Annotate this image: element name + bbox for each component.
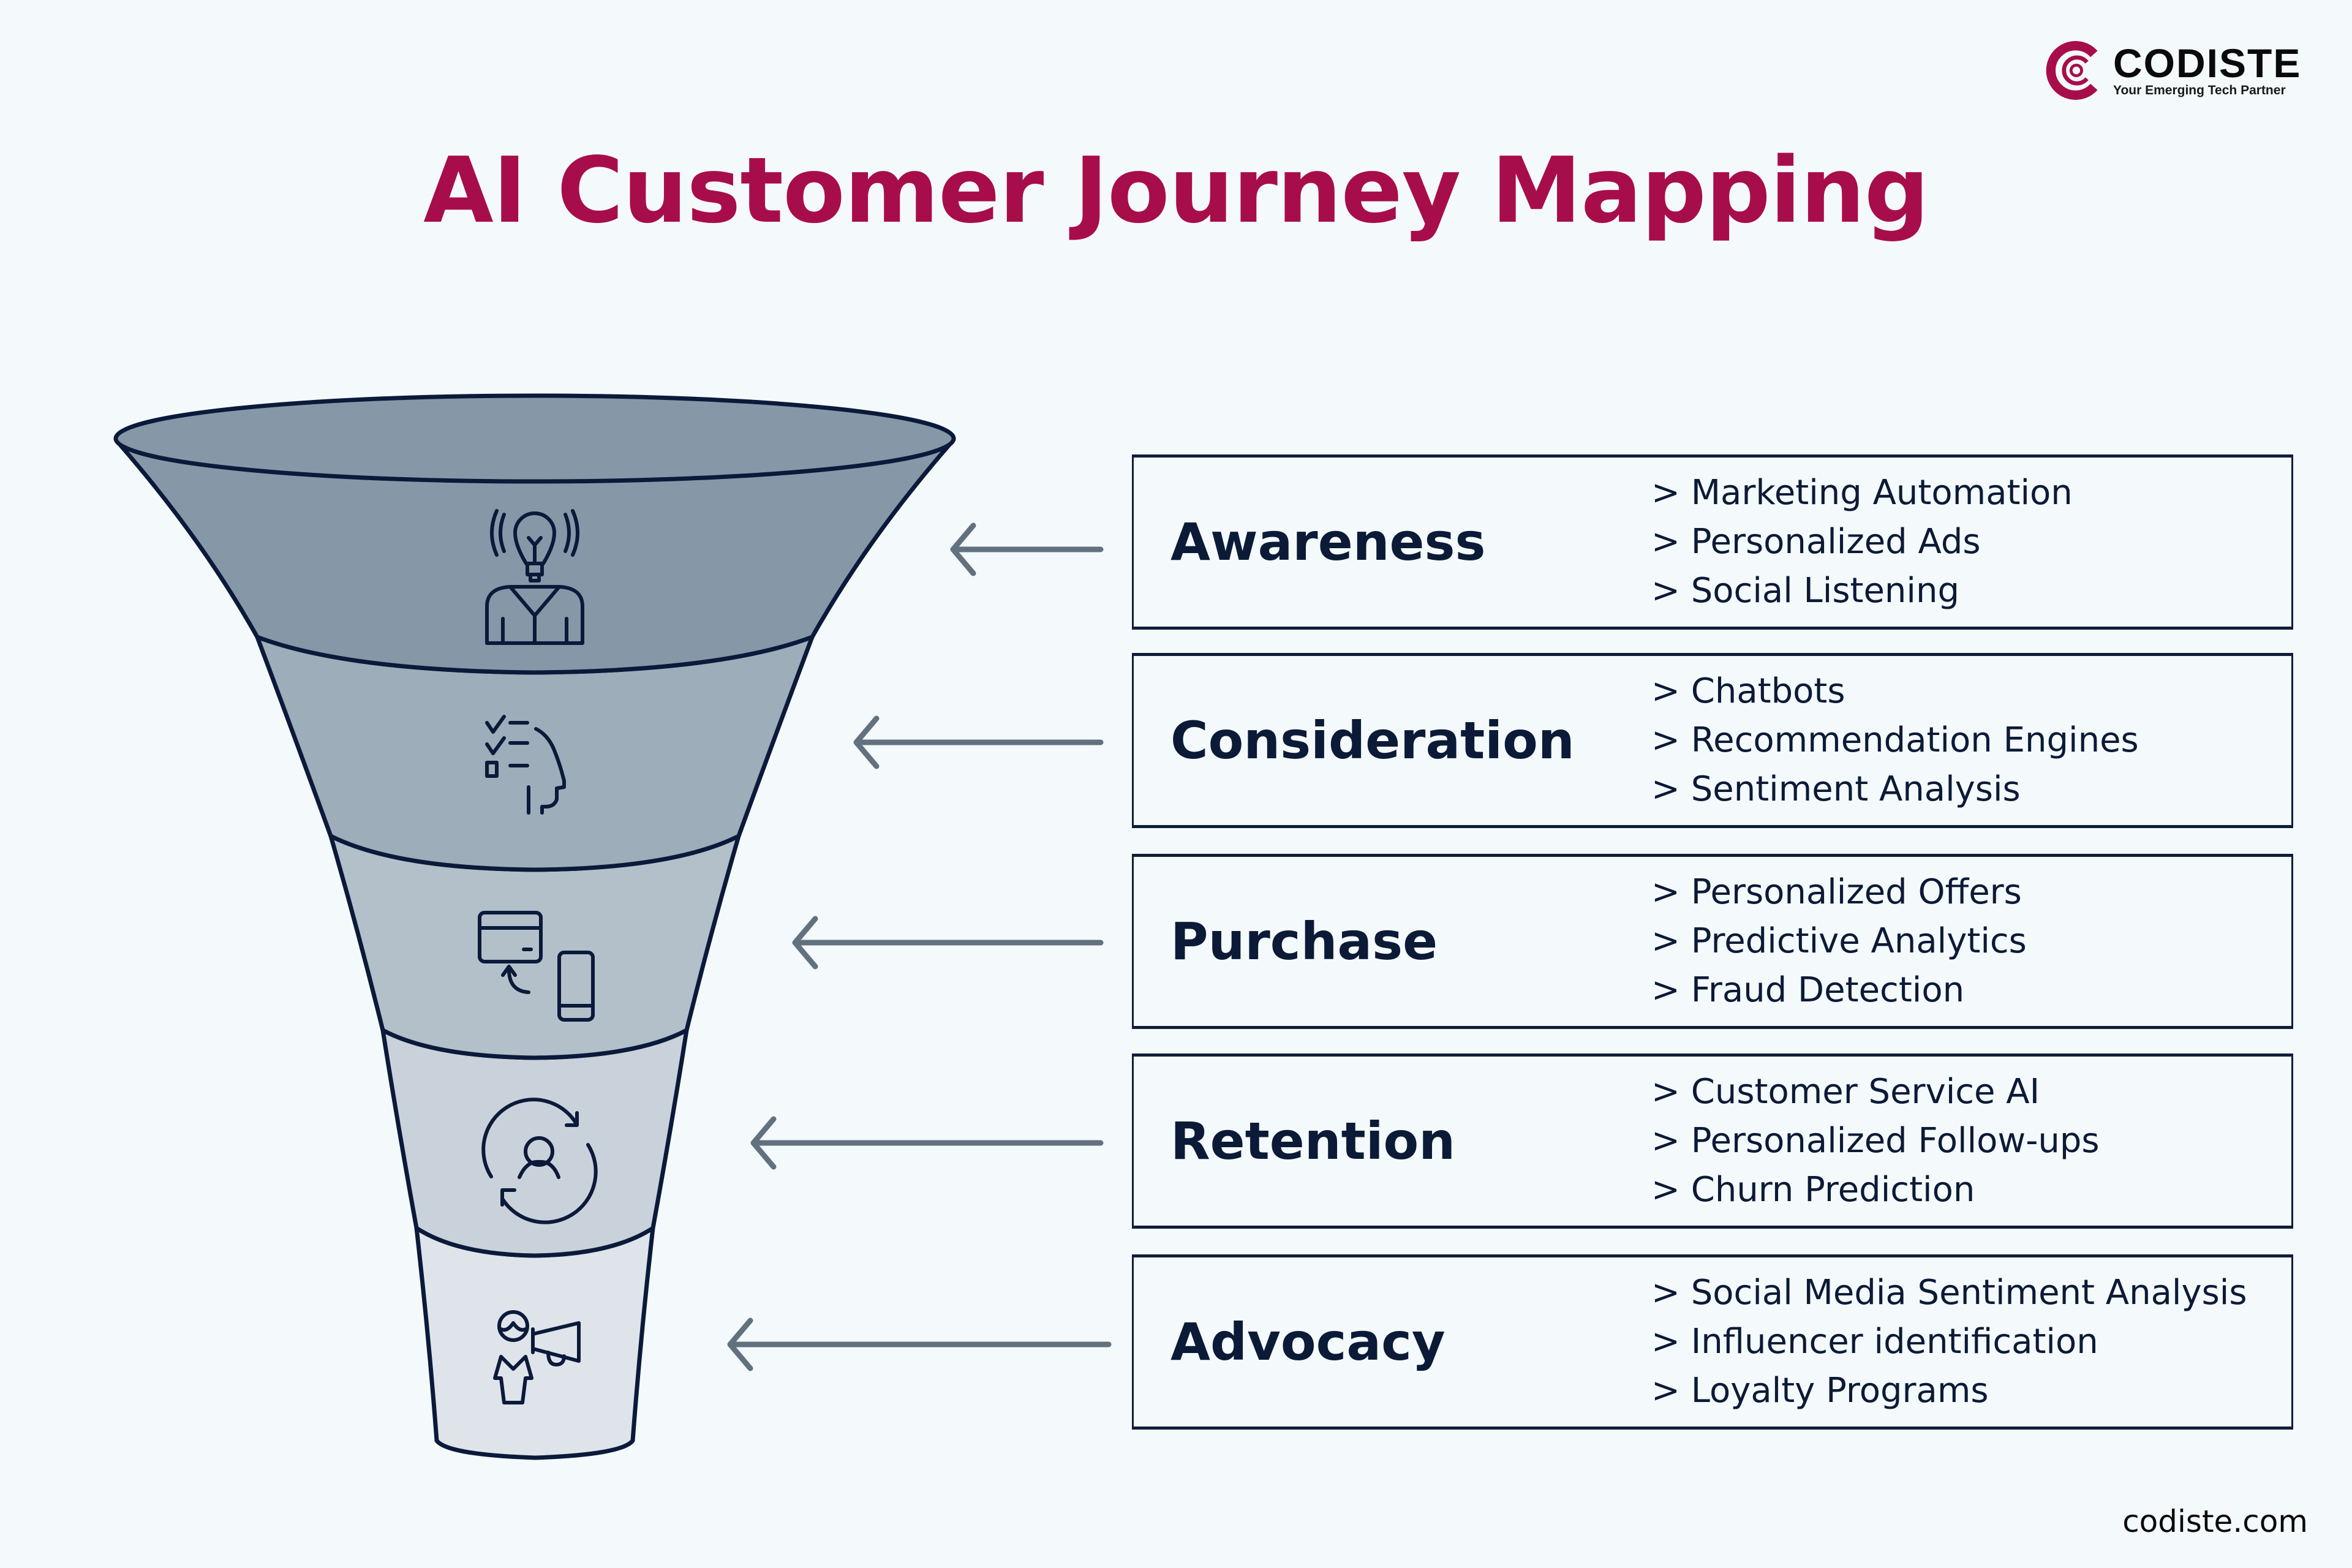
stage-title: Awareness xyxy=(1170,512,1486,572)
arrow-consideration xyxy=(853,715,1104,769)
stage-card-advocacy: Advocacy > Social Media Sentiment Analys… xyxy=(1132,1254,2293,1430)
stage-item: > Customer Service AI xyxy=(1651,1072,2040,1112)
codiste-logo-icon xyxy=(2046,41,2098,100)
stage-item: > Marketing Automation xyxy=(1651,473,2073,513)
stage-item: > Sentiment Analysis xyxy=(1651,769,2021,809)
stage-item: > Personalized Ads xyxy=(1651,522,1981,562)
checklist-head-icon xyxy=(485,715,566,815)
stage-item: > Influencer identification xyxy=(1651,1322,2098,1362)
card-to-phone-payment-icon xyxy=(478,911,595,1022)
person-megaphone-icon xyxy=(493,1310,581,1404)
arrow-retention xyxy=(750,1116,1104,1170)
stage-title: Purchase xyxy=(1170,911,1438,971)
stage-items-list: > Social Media Sentiment Analysis > Infl… xyxy=(1651,1268,2247,1415)
stage-card-retention: Retention > Customer Service AI > Person… xyxy=(1132,1054,2293,1229)
stage-title: Advocacy xyxy=(1170,1312,1446,1372)
stage-items-list: > Customer Service AI > Personalized Fol… xyxy=(1651,1068,2100,1215)
stage-card-purchase: Purchase > Personalized Offers > Predict… xyxy=(1132,854,2293,1029)
website-link[interactable]: codiste.com xyxy=(2122,1504,2308,1539)
stage-item: > Social Media Sentiment Analysis xyxy=(1651,1273,2247,1313)
stage-item: > Social Listening xyxy=(1651,571,1959,611)
stage-card-awareness: Awareness > Marketing Automation > Perso… xyxy=(1132,454,2293,630)
arrow-advocacy xyxy=(727,1317,1112,1371)
stage-items-list: > Marketing Automation > Personalized Ad… xyxy=(1651,469,2073,616)
stage-title: Retention xyxy=(1170,1111,1456,1171)
stage-items-list: > Personalized Offers > Predictive Analy… xyxy=(1651,868,2027,1015)
page-title: AI Customer Journey Mapping xyxy=(423,138,1929,243)
funnel-top-opening xyxy=(113,393,956,484)
brand-tagline: Your Emerging Tech Partner xyxy=(2113,83,2286,97)
stage-item: > Loyalty Programs xyxy=(1651,1371,1989,1411)
stage-item: > Predictive Analytics xyxy=(1651,921,2027,961)
arrow-purchase xyxy=(792,916,1104,970)
user-refresh-cycle-icon xyxy=(481,1098,598,1224)
stage-item: > Churn Prediction xyxy=(1651,1170,1975,1210)
stage-title: Consideration xyxy=(1170,710,1575,771)
stage-item: > Chatbots xyxy=(1651,671,1845,711)
stage-item: > Fraud Detection xyxy=(1651,970,1965,1010)
stage-item: > Personalized Follow-ups xyxy=(1651,1121,2100,1161)
arrow-awareness xyxy=(950,522,1104,576)
stage-item: > Recommendation Engines xyxy=(1651,720,2139,760)
stage-card-consideration: Consideration > Chatbots > Recommendatio… xyxy=(1132,653,2293,828)
lightbulb-person-icon xyxy=(485,509,584,645)
brand-name: CODISTE xyxy=(2113,40,2302,86)
stage-item: > Personalized Offers xyxy=(1651,872,2022,912)
brand-logo: CODISTE Your Emerging Tech Partner xyxy=(2046,37,2301,104)
stage-items-list: > Chatbots > Recommendation Engines > Se… xyxy=(1651,667,2139,814)
